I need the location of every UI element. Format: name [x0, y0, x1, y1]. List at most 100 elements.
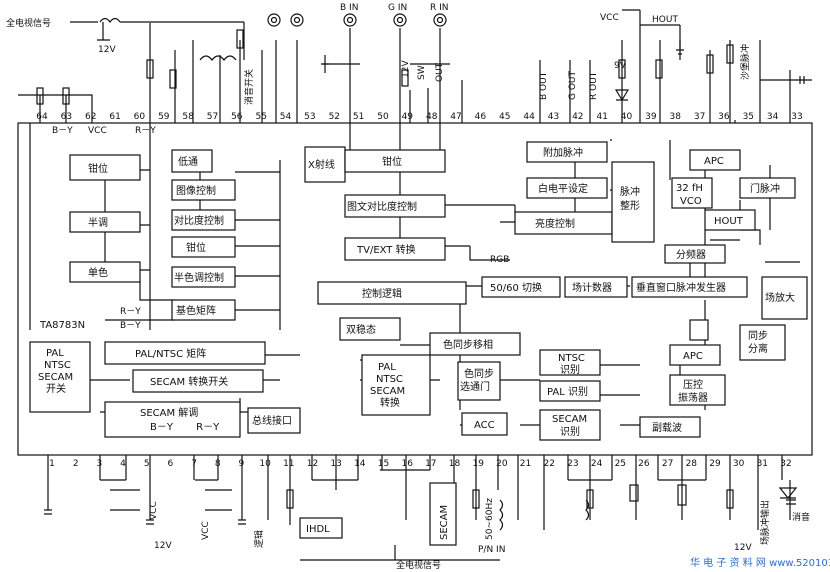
block-tv-ext: TV/EXT 转换 [356, 243, 416, 256]
block-pulse-shape: 脉冲整形 [620, 185, 640, 212]
label-vcc-b1: VCC [149, 501, 159, 520]
pin-number: 19 [472, 459, 484, 469]
label-12v-bot: 12V [154, 541, 172, 551]
block-bistable: 双稳态 [346, 323, 376, 336]
pin-label-ry: R－Y [135, 126, 156, 136]
pin-number: 54 [280, 112, 292, 122]
label-out: OUT [435, 62, 445, 82]
block-ctrl-logic: 控制逻辑 [362, 287, 402, 300]
pin-number: 15 [378, 459, 389, 469]
pin-number: 44 [523, 112, 535, 122]
pin-number: 46 [475, 112, 487, 122]
block-matrix: 基色矩阵 [176, 304, 216, 317]
label-g-out: G OUT [568, 70, 578, 100]
pin-number: 4 [120, 459, 126, 469]
label-rgb: RGB [490, 255, 509, 265]
pin-number: 18 [449, 459, 461, 469]
pin-number: 27 [662, 459, 673, 469]
label-hz: 50~60Hz [485, 498, 495, 540]
pin-number: 29 [709, 459, 721, 469]
pin-number: 56 [231, 112, 243, 122]
pin-number: 28 [686, 459, 698, 469]
external-labels: 全电视信号 12V B IN G IN R IN 12V SW OUT B OU… [6, 3, 830, 571]
block-outlines [29, 141, 808, 546]
pin-number: 64 [36, 112, 48, 122]
label-mute: 消音 [792, 511, 810, 523]
block-xray: X射线 [308, 158, 335, 171]
block-secam-demod-sub: B－Y R－Y [150, 422, 220, 433]
label-video-in-bot: 全电视信号 [396, 559, 441, 571]
pin-number: 52 [329, 112, 340, 122]
pin-number: 26 [638, 459, 650, 469]
block-text-contrast: 图文对比度控制 [347, 200, 417, 213]
pin-number: 23 [567, 459, 578, 469]
block-divider: 分频器 [676, 248, 706, 261]
pin-number: 55 [255, 112, 266, 122]
pin-number: 33 [791, 112, 802, 122]
pin-number: 6 [168, 459, 174, 469]
pin-number: 49 [402, 112, 414, 122]
block-extra-pulse: 附加脉冲 [543, 146, 583, 159]
label-r-y: R－Y [120, 307, 141, 317]
label-sw: SW [417, 65, 427, 80]
pin-number: 50 [377, 112, 389, 122]
pin-number: 30 [733, 459, 745, 469]
pin-number: 12 [307, 459, 318, 469]
pin-number: 47 [450, 112, 461, 122]
pin-number: 14 [354, 459, 366, 469]
pin-number: 60 [134, 112, 146, 122]
pin-label-vcc: VCC [88, 126, 107, 136]
pin-number: 32 [780, 459, 791, 469]
pin-number: 42 [572, 112, 583, 122]
block-clamp-rgb: 钳位 [382, 155, 402, 168]
pin-number: 39 [645, 112, 657, 122]
block-switch-5060: 50/60 切换 [490, 281, 542, 294]
pin-number: 21 [520, 459, 531, 469]
pin-number: 13 [330, 459, 341, 469]
block-pal-ntsc-matrix: PAL/NTSC 矩阵 [135, 347, 206, 360]
pin-number: 31 [757, 459, 768, 469]
pin-number: 36 [718, 112, 730, 122]
block-pal-id: PAL 识别 [547, 386, 588, 398]
pin-number: 17 [425, 459, 436, 469]
label-b-out: B OUT [539, 71, 549, 100]
watermark: 华 电 子 资 料 网 www.520101.com [690, 556, 830, 569]
pin-number: 57 [207, 112, 218, 122]
pin-number: 63 [61, 112, 72, 122]
block-field-amp: 场放大 [765, 291, 795, 304]
pin-number: 45 [499, 112, 510, 122]
label-vpulse-out: 场脉冲输出 [759, 500, 771, 545]
pin-number: 5 [144, 459, 150, 469]
pin-number: 34 [767, 112, 779, 122]
pin-number: 16 [401, 459, 413, 469]
label-mute-switch: 消音开关 [243, 69, 255, 105]
pin-number: 8 [215, 459, 221, 469]
block-brightness: 亮度控制 [535, 217, 575, 230]
block-white-bal: 白电平设定 [538, 182, 588, 195]
block-apc-bot: APC [683, 351, 703, 362]
pin-number: 22 [543, 459, 554, 469]
block-apc-top: APC [704, 156, 724, 167]
block-sync-sep: 同步分离 [748, 330, 768, 355]
pin-number: 59 [158, 112, 170, 122]
block-bus: 总线接口 [252, 414, 292, 427]
block-image-ctrl: 图像控制 [176, 184, 216, 197]
pin-number: 53 [304, 112, 315, 122]
pin-number: 38 [669, 112, 681, 122]
pin-number: 41 [596, 112, 607, 122]
pin-number: 11 [283, 459, 294, 469]
pin-number: 43 [548, 112, 559, 122]
label-r-out: R OUT [589, 71, 599, 100]
label-vcc-top: VCC [600, 13, 619, 23]
pin-number: 48 [426, 112, 438, 122]
pin-number: 51 [353, 112, 364, 122]
label-hout-top: HOUT [652, 15, 678, 25]
block-vcxo: 压控振荡器 [678, 378, 708, 404]
pin-number: 1 [49, 459, 55, 469]
